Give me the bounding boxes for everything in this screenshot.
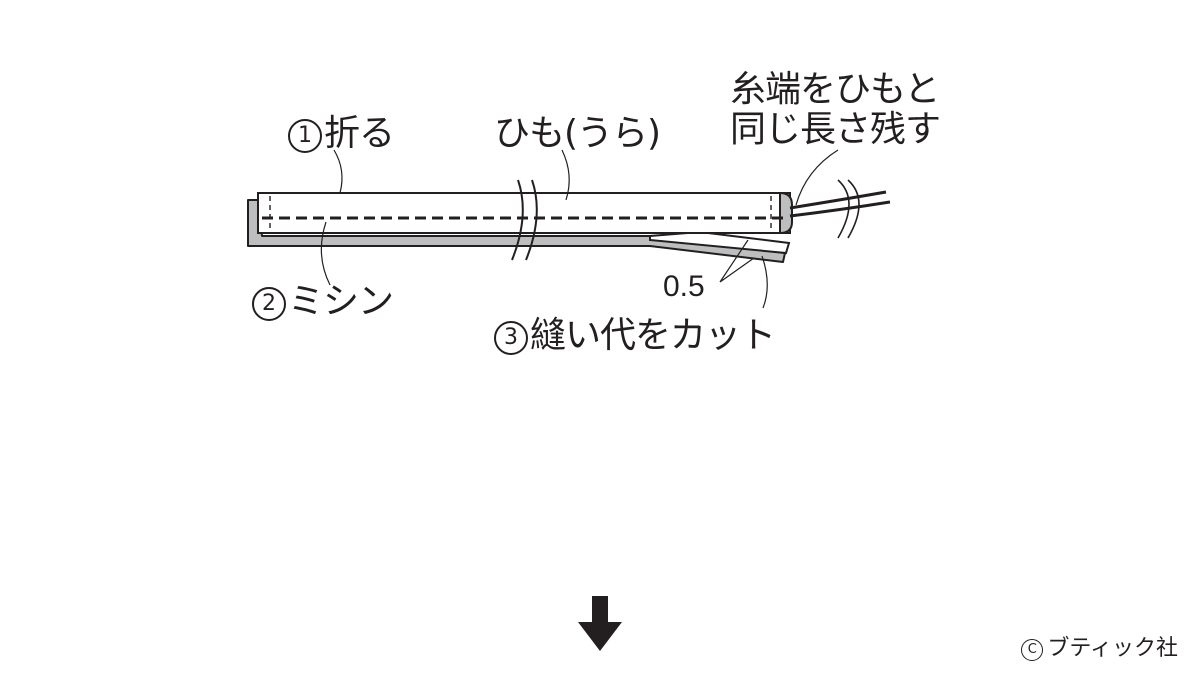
leader-fold [333,149,343,194]
dimension-label: 0.5 [663,270,705,303]
copyright-icon: C [1021,639,1044,661]
thread-end-1 [789,190,887,210]
down-arrow-icon [578,596,622,651]
step-number-2: 2 [252,287,286,321]
label-cut-text: 縫い代をカット [530,315,776,356]
label-cord-back: ひも(うら) [494,113,661,154]
label-fold-text: 折る [324,113,395,154]
break-mark [511,179,538,261]
thread-end-2 [789,200,891,218]
leader-thread [795,149,839,206]
leader-machine [320,221,331,286]
leader-cord [561,149,570,201]
thread-break-mark [837,179,860,239]
copyright-text: ブティック社 [1047,636,1178,661]
fold-right-end [779,191,793,235]
label-thread-line2: 同じ長さ残す [730,109,941,151]
dimension-pointer [719,239,755,283]
step-number-1: 1 [288,119,322,153]
label-machine-text: ミシン [288,281,394,322]
step-number-3: 3 [494,321,528,355]
label-thread-ends: 糸端をひもと 同じ長さ残す [730,69,941,151]
cord-body [257,192,791,234]
label-thread-line1: 糸端をひもと [730,69,940,110]
leader-cut [761,255,768,309]
